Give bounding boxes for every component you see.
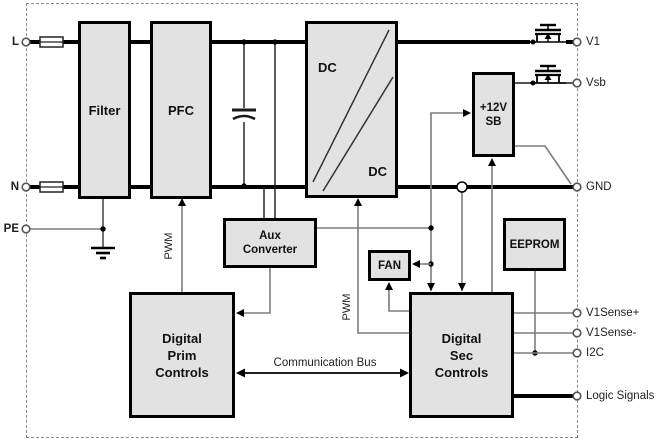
block-prim-label-2: Prim (167, 347, 197, 363)
terminal-n (21, 182, 31, 192)
label-communication-bus: Communication Bus (273, 357, 377, 369)
wire-comm-bus (236, 368, 409, 378)
block-prim-label-3: Controls (155, 364, 209, 380)
terminal-logic-signals (572, 391, 582, 401)
junction-dot (241, 183, 247, 189)
mosfet-icon-vsb (530, 64, 566, 86)
fuse-icon-l (39, 36, 64, 48)
block-aux-label-2: Converter (242, 244, 298, 256)
terminal-label-v1sense-minus: V1Sense- (586, 327, 637, 339)
terminal-label-v1: V1 (586, 36, 601, 48)
terminal-label-logic-signals: Logic Signals (586, 390, 655, 402)
wire-bus-to-aux (263, 42, 276, 218)
block-12v-standby: +12V SB (472, 72, 515, 157)
block-sec-label-3: Controls (434, 364, 489, 380)
terminal-circles (21, 37, 582, 401)
psu-boundary-dashed (26, 3, 578, 438)
block-standby-label-2: SB (485, 115, 502, 128)
wire-pe (30, 199, 106, 247)
wire-gnd-to-sec (458, 192, 466, 291)
terminal-pe (21, 224, 31, 234)
terminal-l (21, 37, 31, 47)
dcdc-diagonal-lines (312, 29, 394, 192)
wire-to-fan (412, 260, 431, 268)
block-filter: Filter (78, 21, 131, 199)
block-eeprom: EEPROM (503, 218, 566, 271)
wire-standby-gnd-return (515, 145, 572, 185)
block-aux-label-1: Aux (259, 230, 281, 242)
block-sec-label-2: Sec (449, 347, 474, 363)
terminal-label-vsb: Vsb (586, 77, 606, 89)
block-standby-label-1: +12V (479, 101, 508, 114)
terminal-vsb (572, 78, 582, 88)
block-eeprom-label: EEPROM (509, 238, 560, 251)
junction-dot (241, 39, 247, 45)
wire-aux-to-prim (236, 268, 271, 317)
earth-ground-icon (91, 246, 115, 260)
label-pwm-primary: PWM (163, 232, 175, 260)
block-dcdc-label-top: DC (318, 60, 337, 75)
capacitor-icon (232, 42, 256, 185)
terminal-label-n: N (10, 181, 19, 193)
wire-sec-to-fan (385, 282, 409, 312)
block-pfc-label: PFC (168, 102, 194, 118)
terminal-v1sense-minus (572, 328, 582, 338)
wire-sec-to-standby (488, 158, 496, 292)
gnd-hop-circle (456, 181, 468, 193)
block-fan-label: FAN (378, 259, 401, 272)
block-digital-sec-controls: Digital Sec Controls (409, 292, 514, 418)
terminal-label-l: L (11, 36, 19, 48)
terminal-v1 (572, 37, 582, 47)
block-dcdc-converter: DC DC (305, 21, 398, 198)
terminal-label-i2c: I2C (586, 347, 604, 359)
block-pfc: PFC (150, 21, 212, 199)
block-dcdc-label-bottom: DC (368, 164, 387, 179)
block-sec-label-1: Digital (441, 330, 482, 346)
block-fan: FAN (368, 250, 411, 281)
block-prim-label-1: Digital (162, 330, 202, 346)
junction-dot (272, 39, 278, 45)
label-pwm-secondary: PWM (341, 293, 353, 321)
block-digital-prim-controls: Digital Prim Controls (129, 292, 235, 418)
terminal-gnd (572, 182, 582, 192)
terminal-label-pe: PE (3, 223, 19, 235)
terminal-i2c (572, 348, 582, 358)
terminal-v1sense-plus (572, 308, 582, 318)
block-aux-converter: Aux Converter (223, 218, 317, 268)
mosfet-icon-v1 (530, 23, 566, 45)
terminal-label-gnd: GND (586, 181, 612, 193)
terminal-label-v1sense-plus: V1Sense+ (586, 307, 640, 319)
fuse-icon-n (39, 181, 64, 193)
wire-aux-standby-distribution (317, 109, 471, 291)
wire-pwm-primary (178, 198, 186, 292)
wire-pwm-secondary (354, 198, 409, 334)
block-filter-label: Filter (88, 102, 121, 118)
